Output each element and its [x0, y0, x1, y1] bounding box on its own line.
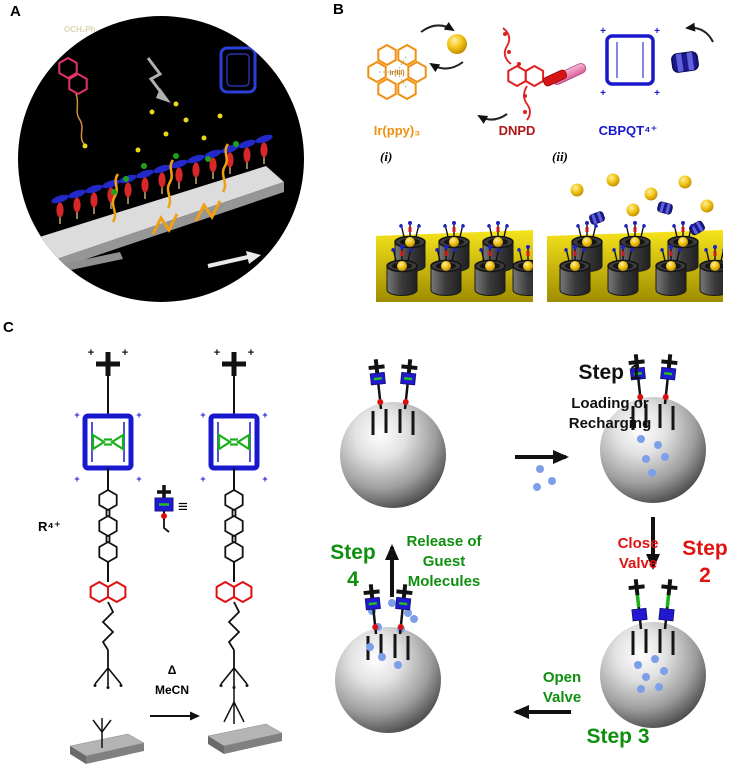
red-dye-structure-icon	[58, 57, 88, 95]
subpanel-i-label: (i)	[380, 149, 393, 164]
step2-title-num: 2	[699, 564, 711, 587]
exchange-arrows-icon	[420, 21, 464, 73]
panel-c-label: C	[3, 319, 14, 336]
nanovalve-open-icon	[390, 581, 416, 637]
subpanel-ii-scene	[547, 173, 723, 302]
free-blue-box-icons	[588, 200, 707, 237]
exchange-arrow-icon	[685, 22, 714, 43]
panel-a-label: A	[10, 3, 21, 20]
stimulus-arrow-icon	[146, 57, 171, 103]
nanovalve-open-icon	[395, 356, 421, 412]
step2-title-word: Step	[682, 537, 728, 560]
surface-slab-left	[69, 733, 145, 765]
rotaxane-structure-free	[74, 347, 141, 689]
och2ph-annotation: OCH₂Ph	[64, 25, 96, 34]
subpanel-ii-label: (ii)	[552, 149, 568, 164]
step4-title-num: 4	[347, 568, 359, 591]
nanovalve-closed-icon	[625, 576, 651, 632]
tether-chain	[75, 93, 85, 145]
white-arrow-icon	[207, 251, 261, 268]
panel-a-micrograph	[18, 16, 304, 302]
r4-label: R⁴⁺	[38, 519, 61, 534]
exchange-arrow-icon	[477, 113, 508, 124]
blue-box-icon	[670, 50, 700, 74]
ir-center-label: Ir(III)	[389, 70, 404, 77]
step4-desc-line3: Molecules	[407, 573, 481, 590]
surface-machines-illustration	[30, 46, 284, 275]
charge-plus: +	[600, 26, 606, 37]
step1-desc-line1: Loading or	[571, 395, 649, 412]
irppy3-label: Ir(ppy)₃	[373, 123, 421, 138]
step4-title-word: Step	[330, 541, 376, 564]
substrate-top	[30, 166, 284, 262]
step4-desc-line1: Release of	[406, 533, 482, 550]
substrate-side	[30, 240, 48, 272]
yellow-particles	[135, 101, 223, 153]
equivalence-symbol: ≡	[178, 497, 188, 516]
coordination-bonds	[377, 54, 408, 90]
rotaxane-structure-bound	[200, 347, 267, 689]
cbpqt-ring-structure-icon: + + + +	[600, 26, 660, 99]
green-particles	[111, 141, 239, 195]
nanoparticle-releasing-open	[335, 581, 441, 733]
red-cylinder-icon	[542, 69, 568, 87]
step3-desc-line1: Open	[542, 669, 582, 686]
step4-desc-line2: Guest	[422, 553, 466, 570]
dnpd-label: DNPD	[498, 123, 536, 138]
linker-tripod-right	[223, 686, 245, 724]
nanovalve-open-icon	[365, 356, 391, 412]
anchor-dot	[82, 143, 88, 149]
cbpqt-label: CBPQT⁴⁺	[598, 123, 658, 138]
step3-title: Step 3	[586, 725, 650, 748]
subpanel-i-scene	[376, 220, 533, 302]
released-guest-spheres	[570, 173, 714, 217]
step1-desc-line2: Recharging	[568, 415, 652, 432]
surface-slab-right	[207, 723, 283, 755]
charge-plus: +	[600, 88, 606, 99]
step1-title: Step 1	[578, 361, 642, 384]
panel-b-label: B	[333, 1, 344, 18]
valve-cycle-diagram	[335, 351, 706, 733]
cycle-arrows	[385, 450, 660, 719]
delta-label: Δ	[167, 663, 177, 677]
blue-ring-structure-icon	[219, 46, 257, 94]
step2-desc-line2: Valve	[618, 555, 658, 572]
step2-desc-line1: Close	[617, 535, 659, 552]
nanoparticle-loaded-closed	[600, 576, 706, 728]
gold-guest-sphere	[447, 34, 467, 54]
solvent-label: MeCN	[154, 683, 189, 697]
panel-b-molecules: Ir(III)	[367, 21, 714, 124]
nanoparticle-loaded-open	[600, 351, 706, 503]
nanoparticle-empty-open	[340, 356, 446, 508]
dnpd-structure-icon	[502, 27, 587, 121]
panel-c-structures	[69, 336, 283, 765]
rotaxane-compact-icon	[153, 483, 175, 534]
orange-tether-icon	[111, 143, 230, 235]
step3-desc-line2: Valve	[542, 689, 582, 706]
guest-molecule-dots	[533, 465, 556, 491]
nanovalve-closed-icon	[655, 576, 681, 632]
linker-tripod-left	[92, 718, 112, 748]
charge-plus: +	[654, 88, 660, 99]
charge-plus: +	[654, 26, 660, 37]
